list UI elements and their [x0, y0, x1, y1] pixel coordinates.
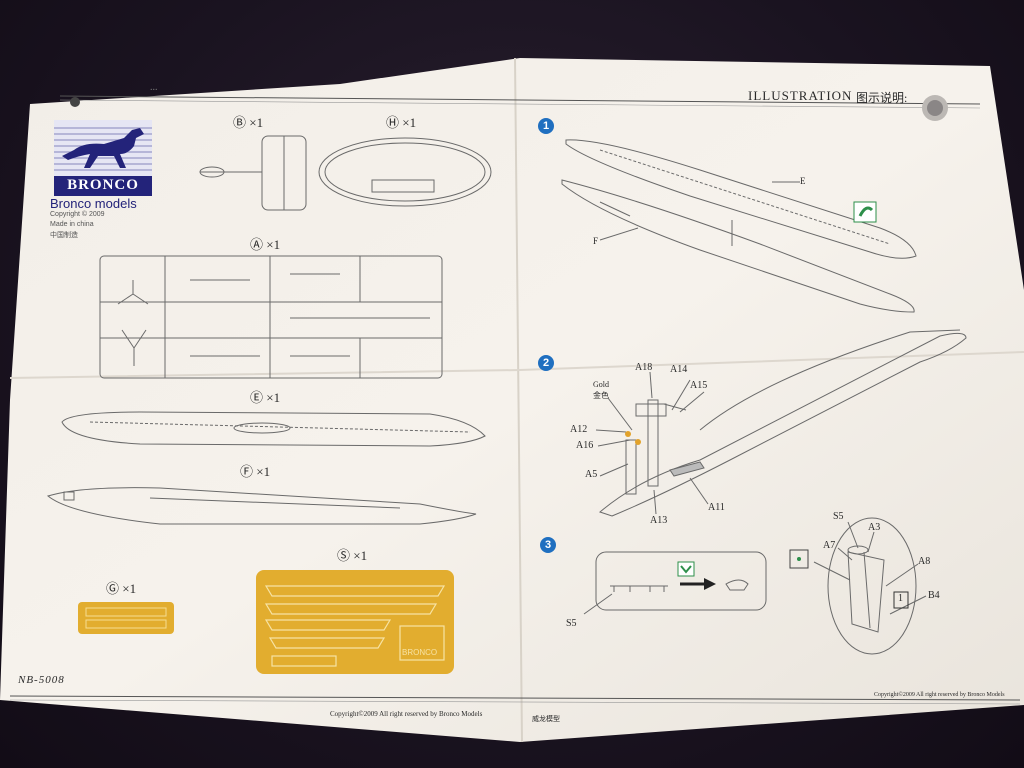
callout-a12: A12 [570, 424, 588, 435]
logo-subtitle: Bronco models [50, 196, 137, 211]
bronco-logo: BRONCO [54, 120, 152, 198]
part-g-photo-etch [78, 602, 174, 634]
part-e-label: Ⓔ ×1 [250, 390, 281, 405]
header-title-cn: 图示说明: [856, 91, 908, 105]
part-h-label: Ⓗ ×1 [386, 115, 417, 130]
callout-s5-right: S5 [833, 511, 844, 522]
logo-brand: BRONCO [67, 177, 139, 193]
callout-a11: A11 [708, 502, 725, 513]
part-s-label: Ⓢ ×1 [337, 548, 368, 563]
callout-s5-left: S5 [566, 618, 577, 629]
logo-made-in-cn: 中国制造 [50, 232, 78, 239]
footer-copyright-center: Copyright©2009 All right reserved by Bro… [330, 710, 483, 718]
logo-copyright: Copyright © 2009 [50, 211, 105, 218]
part-g-label: Ⓖ ×1 [106, 581, 137, 596]
footer-copyright-right: Copyright©2009 All right reserved by Bro… [874, 692, 1005, 698]
callout-box-1: 1 [898, 593, 903, 604]
header-title: ILLUSTRATION [748, 88, 853, 103]
footer-brand-cn: 威龙模型 [532, 715, 560, 723]
footer-code: NB-5008 [18, 674, 65, 686]
callout-a14: A14 [670, 364, 688, 375]
callout-a8: A8 [918, 556, 931, 567]
callout-b4: B4 [928, 590, 940, 601]
part-b-label: Ⓑ ×1 [233, 115, 264, 130]
part-g-detail [85, 607, 167, 629]
step-3-badge: 3 [540, 537, 556, 553]
part-f-label: Ⓕ ×1 [240, 464, 271, 479]
step-1-badge: 1 [538, 118, 554, 134]
callout-a5: A5 [585, 469, 598, 480]
part-s-detail [264, 585, 446, 667]
step-2-badge: 2 [538, 355, 554, 371]
logo-made-in: Made in china [50, 221, 94, 228]
callout-gold-cn: 金色 [593, 391, 609, 400]
callout-a3: A3 [868, 522, 881, 533]
part-s-plate-brand: BRONCO [402, 648, 438, 657]
callout-a16: A16 [576, 440, 594, 451]
part-s-photo-etch: BRONCO [256, 570, 454, 674]
callout-a15: A15 [690, 380, 708, 391]
part-a-label: Ⓐ ×1 [250, 237, 281, 252]
callout-a18: A18 [635, 362, 653, 373]
callout-a7: A7 [823, 540, 836, 551]
callout-f: F [593, 236, 599, 246]
header-left-partial: ... [150, 82, 158, 93]
callout-a13: A13 [650, 515, 668, 526]
horse-logo-icon [54, 120, 152, 196]
callout-gold: Gold [593, 380, 609, 389]
callout-e: E [800, 176, 806, 186]
